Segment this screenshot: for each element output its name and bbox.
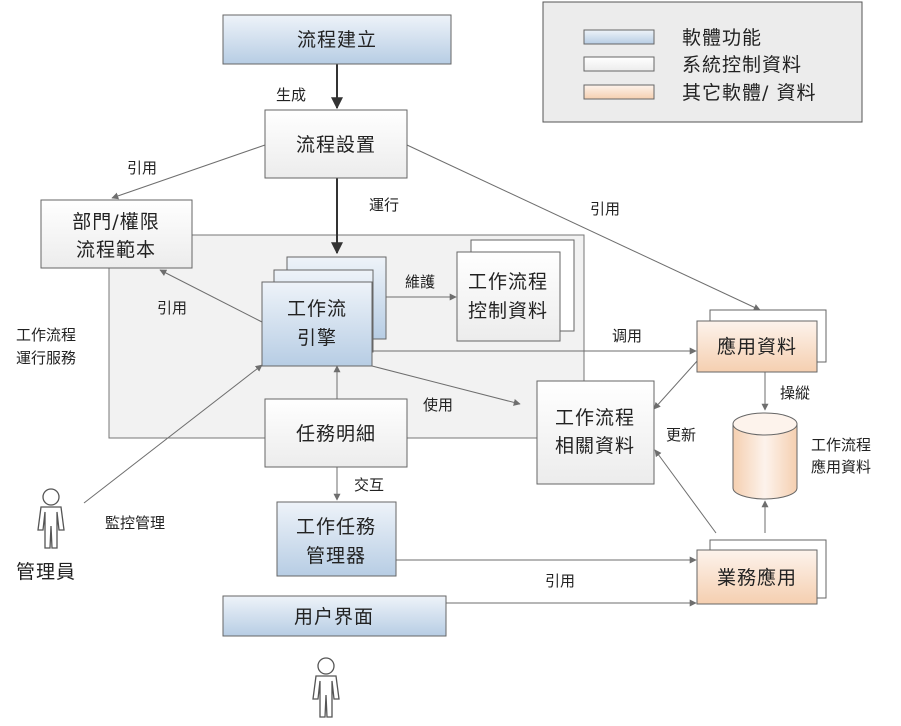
node-engine-line2: 引擎: [297, 327, 337, 349]
edge-label-invoke: 调用: [612, 327, 642, 345]
edge-label-monitor: 監控管理: [105, 514, 165, 532]
legend: 軟體功能 系統控制資料 其它軟體/ 資料: [542, 1, 863, 123]
node-user-interface-label: 用户界面: [294, 606, 374, 628]
legend-label-software: 軟體功能: [682, 27, 762, 49]
node-process-create: [222, 14, 452, 65]
node-process-setup-label: 流程設置: [296, 134, 376, 156]
edge-label-cite4: 引用: [545, 572, 575, 590]
node-task-manager: [276, 501, 397, 577]
legend-swatch-control: [583, 56, 655, 72]
service-area-line2: 運行服務: [16, 349, 76, 367]
node-user-interface: [222, 595, 447, 637]
edge-label-update: 更新: [666, 426, 696, 444]
legend-label-other: 其它軟體/ 資料: [682, 82, 816, 104]
legend-swatch-software: [583, 29, 655, 45]
edge-cite-appdata: [406, 144, 761, 311]
node-control-data-line2: 控制資料: [468, 300, 548, 322]
edge-cite-engine-template: [159, 269, 263, 323]
node-dept-template: [40, 199, 193, 269]
node-related-data: [536, 380, 655, 485]
node-engine-line1: 工作流: [287, 298, 347, 320]
node-db: [732, 412, 798, 500]
node-task-manager-line2: 管理器: [306, 545, 366, 567]
node-related-data-line1: 工作流程: [555, 407, 635, 429]
user-person-icon: [312, 657, 340, 718]
edge-monitor: [83, 364, 263, 504]
edge-label-generate: 生成: [276, 86, 306, 104]
node-engine: [261, 281, 373, 367]
edge-use: [371, 365, 521, 406]
node-dept-template-line1: 部門/權限: [72, 211, 159, 233]
edge-label-run: 運行: [369, 196, 399, 214]
node-task-detail: [264, 398, 408, 468]
node-process-setup: [264, 109, 408, 179]
service-area-line1: 工作流程: [16, 326, 76, 344]
node-app-data-label: 應用資料: [717, 335, 797, 358]
edge-update: [653, 359, 699, 410]
node-business-app-label: 業務應用: [717, 566, 797, 589]
edge-label-cite3: 引用: [157, 299, 187, 317]
edge-label-operate: 操縱: [780, 384, 810, 402]
node-db-line2: 應用資料: [811, 458, 871, 476]
node-task-detail-label: 任務明細: [296, 423, 376, 445]
node-related-data-line2: 相關資料: [555, 435, 635, 457]
admin-person-icon: [37, 488, 65, 549]
edge-label-cite1: 引用: [127, 159, 157, 177]
node-app-data: [696, 320, 818, 373]
edge-label-use: 使用: [423, 396, 453, 414]
edge-label-maintain: 維護: [405, 273, 435, 291]
edge-label-cite2: 引用: [590, 200, 620, 218]
node-db-line1: 工作流程: [811, 436, 871, 454]
legend-swatch-other: [583, 84, 655, 100]
node-control-data: [456, 251, 561, 342]
node-dept-template-line2: 流程範本: [76, 239, 156, 261]
edge-cite-template: [111, 144, 266, 200]
node-control-data-line1: 工作流程: [468, 271, 548, 293]
node-process-create-label: 流程建立: [297, 29, 377, 51]
admin-label: 管理員: [16, 561, 76, 583]
legend-label-control: 系統控制資料: [682, 54, 802, 76]
node-business-app: [696, 549, 818, 605]
edge-business-related: [654, 449, 717, 534]
node-task-manager-line1: 工作任務: [296, 516, 376, 538]
edge-label-interact: 交互: [354, 476, 384, 494]
